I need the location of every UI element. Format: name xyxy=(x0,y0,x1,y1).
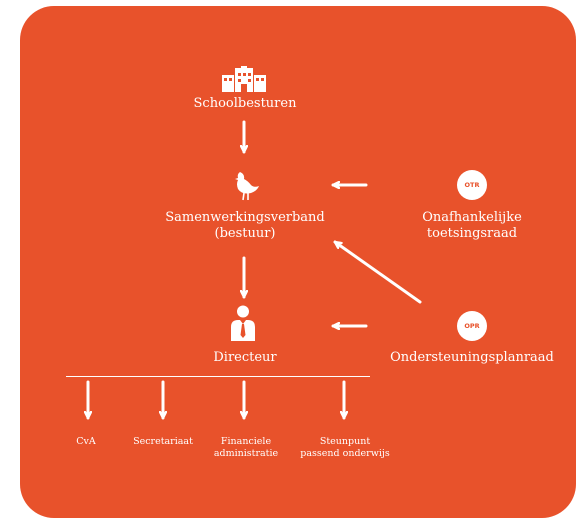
school-building-icon xyxy=(222,66,266,92)
node-schoolbesturen: Schoolbesturen xyxy=(193,96,297,111)
node-samenwerkingsverband-line1: Samenwerkingsverband xyxy=(165,210,325,225)
person-tie-icon xyxy=(231,305,255,341)
arrow-opr-to-samenwerkingsverband xyxy=(333,240,422,304)
department-financiele-line1: Financiele xyxy=(220,436,272,447)
department-cva: CvA xyxy=(76,436,96,448)
department-financiele-line2: administratie xyxy=(213,448,279,459)
department-steunpunt-line2: passend onderwijs xyxy=(300,448,390,459)
diagram-card xyxy=(20,6,576,518)
node-otr: Onafhankelijke toetsingsraad xyxy=(422,210,522,242)
department-steunpunt-passend-onderwijs: Steunpunt passend onderwijs xyxy=(300,436,389,460)
department-cva-line1: CvA xyxy=(76,436,96,447)
node-samenwerkingsverband-line2: (bestuur) xyxy=(214,226,276,241)
department-secretariaat-line1: Secretariaat xyxy=(133,436,193,447)
department-secretariaat: Secretariaat xyxy=(133,436,193,448)
node-directeur: Directeur xyxy=(213,350,277,365)
node-otr-line2: toetsingsraad xyxy=(426,226,518,241)
department-steunpunt-line1: Steunpunt xyxy=(319,436,371,447)
node-opr: Ondersteuningsplanraad xyxy=(390,350,554,365)
badge-otr: OTR xyxy=(457,170,487,200)
node-samenwerkingsverband: Samenwerkingsverband (bestuur) xyxy=(165,210,325,242)
bird-icon xyxy=(235,172,259,201)
badge-opr: OPR xyxy=(457,311,487,341)
department-financiele-administratie: Financiele administratie xyxy=(214,436,278,460)
node-otr-line1: Onafhankelijke xyxy=(422,210,522,225)
